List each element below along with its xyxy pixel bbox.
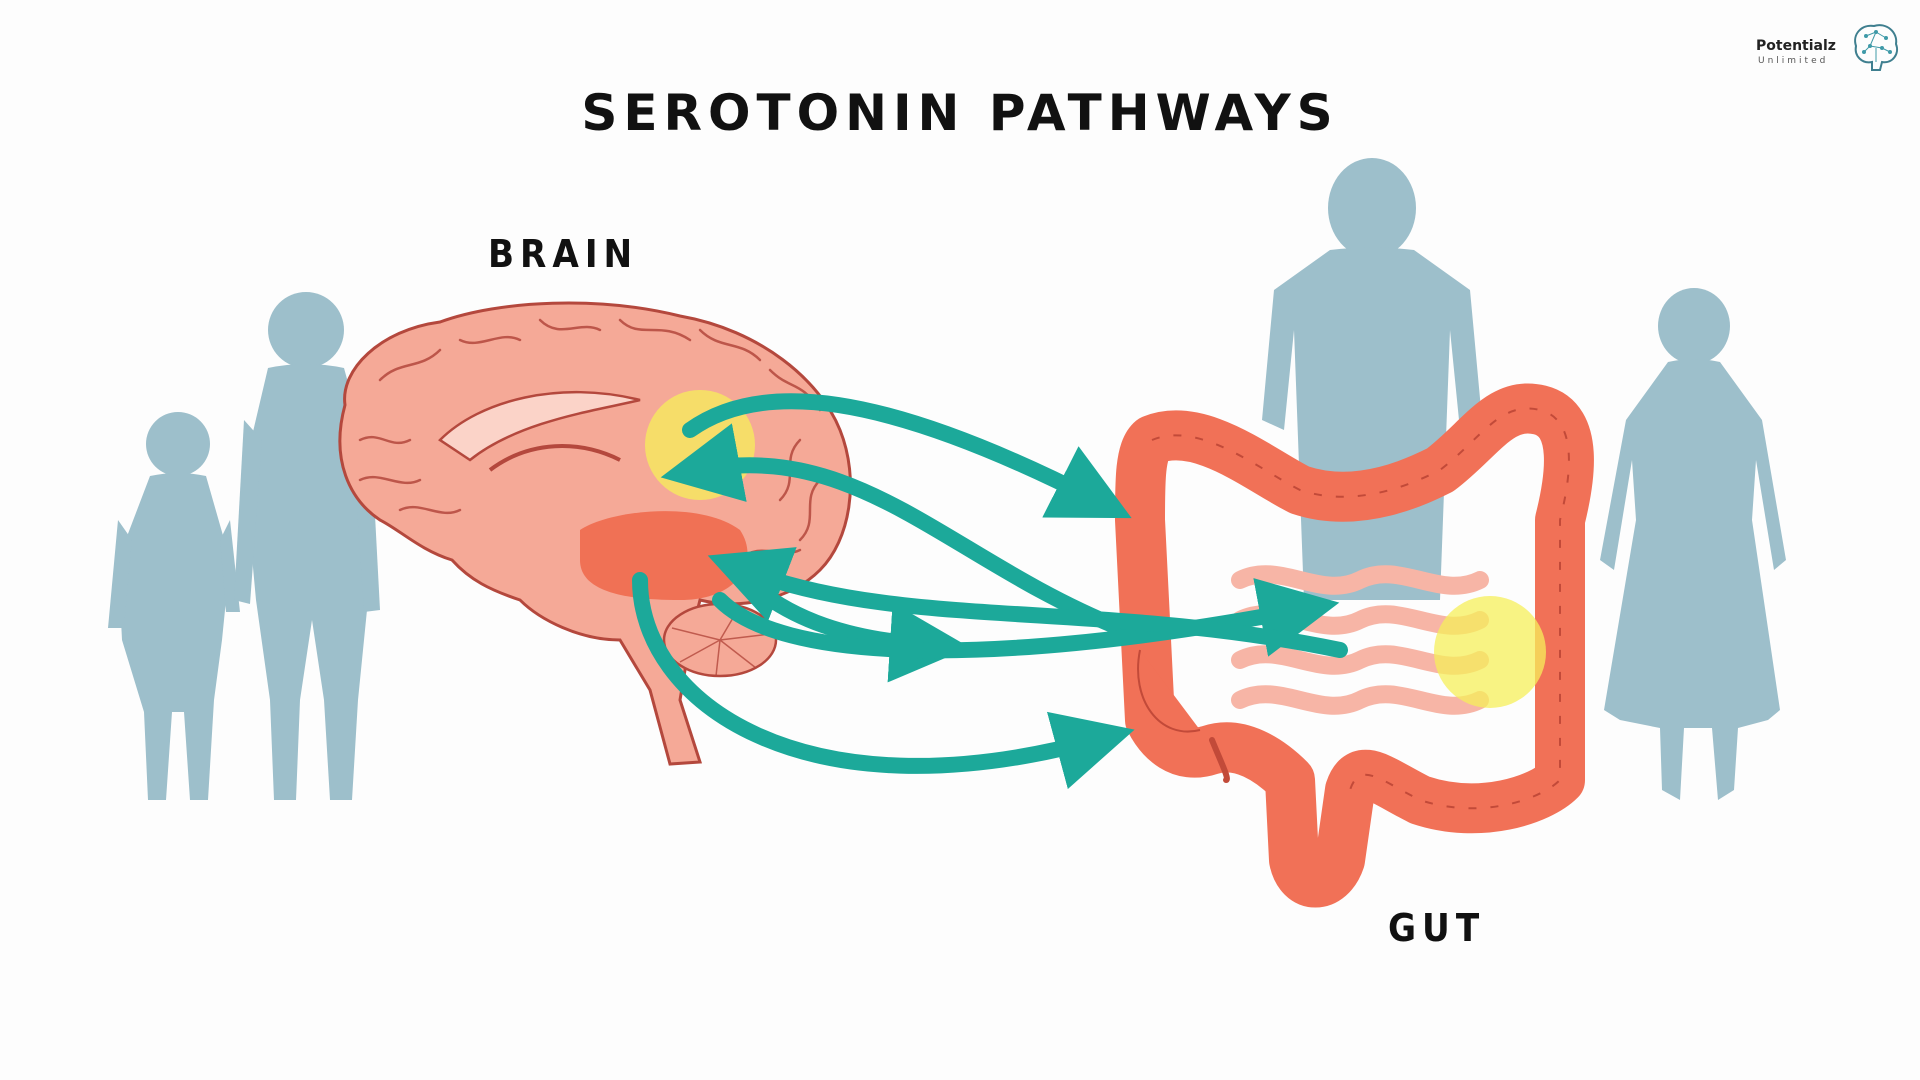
adult-silhouette: [234, 292, 380, 800]
adult-man-silhouette: [1262, 158, 1482, 600]
gut-label: GUT: [1388, 906, 1486, 950]
brain-tree-icon: [1854, 24, 1898, 71]
logo-tagline: Unlimited: [1758, 56, 1829, 66]
pathway-arrows: [632, 393, 1348, 790]
arrow-brain-to-gut-top: [682, 393, 1132, 519]
logo-name: Potentialz: [1756, 38, 1836, 54]
gut-illustration: [1115, 383, 1594, 908]
arrow-gut-to-brain-top: [660, 423, 1128, 636]
child-silhouette: [108, 412, 240, 800]
arrow-gut-to-brain-low: [707, 547, 1348, 658]
logo: Potentialz Unlimited: [1756, 18, 1906, 74]
woman-silhouette: [1600, 288, 1786, 800]
arrow-brain-to-gut-bottom: [632, 572, 1135, 790]
page-title: SEROTONIN PATHWAYS: [581, 84, 1339, 142]
brain-label: BRAIN: [488, 232, 639, 276]
brain-illustration: [338, 301, 852, 766]
